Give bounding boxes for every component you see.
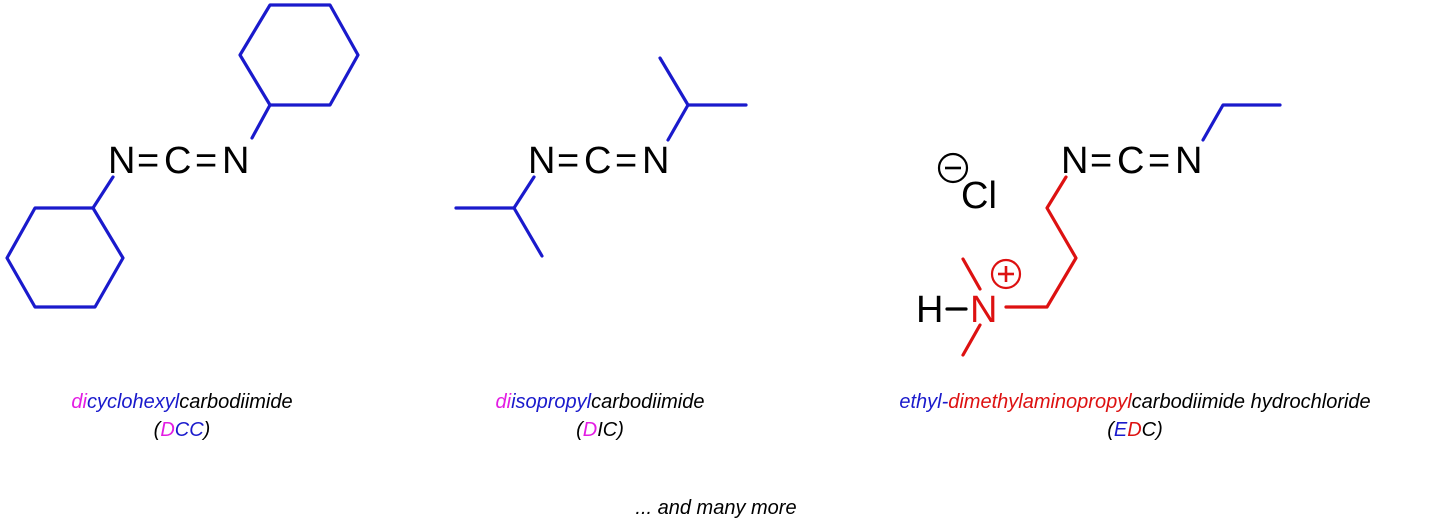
dic-abbr-open: (	[576, 419, 585, 441]
edc-structure: N = C = N Cl H N	[916, 103, 1282, 357]
dic-name-isopropyl: isopropyl	[511, 391, 592, 413]
edc-name-ethyl: ethyl-	[899, 391, 948, 413]
dic-name-rest: carbodiimide	[591, 391, 704, 413]
edc-abbr-d: D	[1127, 419, 1141, 441]
dcc-abbr-d: D	[160, 419, 174, 441]
dcc-atom-n2: N	[222, 140, 249, 182]
dcc-abbr: (DCC)	[154, 419, 211, 441]
dcc-bond-eq1: =	[137, 140, 159, 182]
edc-atom-n1: N	[1061, 140, 1088, 182]
edc-atom-n2: N	[1175, 140, 1202, 182]
dcc-name: dicyclohexylcarbodiimide	[71, 391, 292, 413]
dcc-name-cyclohexyl: cyclohexyl	[87, 391, 180, 413]
edc-bond-eq2: =	[1148, 140, 1170, 182]
dic-atom-n2: N	[642, 140, 669, 182]
dic-structure: N = C = N	[454, 56, 748, 258]
edc-bond-eq1: =	[1090, 140, 1112, 182]
dic-atom-n1: N	[528, 140, 555, 182]
dcc-atom-n1: N	[108, 140, 135, 182]
edc-n-methyl-top	[961, 257, 982, 291]
dcc-atom-c: C	[164, 140, 191, 182]
dcc-bottom-cyclohexyl-ring	[5, 206, 125, 309]
edc-atom-c: C	[1117, 140, 1144, 182]
edc-abbr-c: C	[1142, 419, 1157, 441]
dic-n-isopropyl-bond-bottom	[512, 175, 536, 210]
dcc-structure: N = C = N	[5, 3, 360, 309]
edc-chloride-minus-charge	[937, 152, 969, 184]
edc-plus-charge	[990, 258, 1022, 290]
dic-name-di: di	[495, 391, 511, 413]
edc-abbr-close: )	[1154, 419, 1163, 441]
dic-atom-c: C	[584, 140, 611, 182]
edc-n-methyl-bottom	[961, 323, 982, 357]
edc-atom-cl: Cl	[961, 175, 997, 217]
edc-abbr-open: (	[1107, 419, 1116, 441]
dic-n-isopropyl-bond-top	[666, 103, 690, 142]
edc-name: ethyl-dimethylaminopropylcarbodiimide hy…	[899, 391, 1370, 413]
edc-atom-n-plus: N	[970, 289, 997, 331]
edc-abbr: (EDC)	[1107, 419, 1163, 441]
dic-abbr-d: D	[583, 419, 597, 441]
dic-name: diisopropylcarbodiimide	[495, 391, 704, 413]
dic-abbr: (DIC)	[576, 419, 624, 441]
dic-abbr-ic: IC	[597, 419, 618, 441]
dcc-name-rest: carbodiimide	[179, 391, 292, 413]
dcc-abbr-open: (	[154, 419, 163, 441]
dcc-n-cyclohexyl-bond-top	[250, 103, 272, 140]
dcc-abbr-cc: CC	[175, 419, 204, 441]
dic-top-isopropyl	[658, 56, 748, 107]
edc-name-dmap: dimethylaminopropyl	[948, 391, 1132, 413]
dcc-name-di: di	[71, 391, 87, 413]
dic-bond-eq2: =	[615, 140, 637, 182]
dcc-abbr-close: )	[202, 419, 211, 441]
dic-abbr-close: )	[615, 419, 624, 441]
dcc-bond-eq2: =	[195, 140, 217, 182]
edc-atom-h: H	[916, 289, 943, 331]
edc-name-rest: carbodiimide hydrochloride	[1132, 391, 1371, 413]
dcc-top-cyclohexyl-ring	[238, 3, 360, 107]
edc-abbr-e: E	[1114, 419, 1128, 441]
dcc-n-cyclohexyl-bond-bottom	[91, 175, 115, 210]
footer-text: ... and many more	[635, 497, 796, 519]
edc-propyl-chain	[1004, 175, 1078, 309]
edc-ethyl-chain	[1201, 103, 1282, 142]
dic-bottom-isopropyl	[454, 206, 544, 258]
dic-bond-eq1: =	[557, 140, 579, 182]
